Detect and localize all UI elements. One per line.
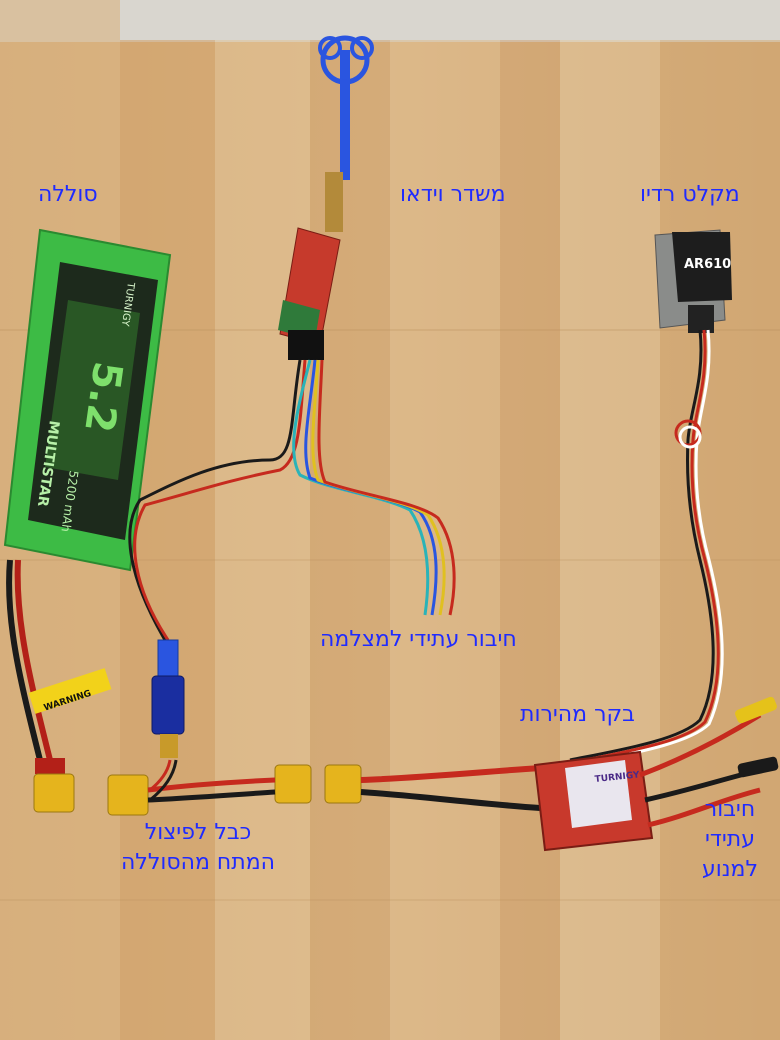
label-future-motor-line1: חיבור (704, 797, 756, 822)
label-future-motor: חיבור עתידי למנוע (690, 795, 770, 885)
battery-model-text: 5.2 (75, 359, 130, 436)
label-split-cable-line1: כבל לפיצול (144, 820, 252, 845)
label-split-cable-line2: המתח מהסוללה (120, 850, 276, 875)
label-esc: בקר מהירות (520, 702, 635, 727)
label-video-transmitter: משדר וידאו (400, 182, 506, 207)
battery-leads: WARNING (6, 559, 112, 813)
receiver-model-text: AR610 (684, 257, 731, 272)
label-future-camera: חיבור עתידי למצלמה (320, 627, 517, 652)
split-cable (107, 759, 541, 816)
radio-receiver: AR610 (654, 229, 732, 333)
video-tx-wires (128, 359, 456, 641)
esc-controller: TURNIGY (533, 696, 779, 852)
esc-brand-text: TURNIGY (594, 770, 640, 785)
label-radio-receiver: מקלט רדיו (640, 182, 740, 207)
barrel-connector (151, 639, 185, 758)
label-future-motor-line2: עתידי (704, 827, 756, 852)
label-split-cable: כבל לפיצול המתח מהסוללה (98, 818, 298, 878)
battery: 5.2 MULTISTAR 5200 mAh TURNIGY (3, 228, 172, 572)
label-future-motor-line3: למנוע (701, 857, 759, 882)
receiver-wires (569, 329, 724, 766)
label-battery: סוללה (38, 182, 98, 207)
video-transmitter (278, 35, 374, 360)
